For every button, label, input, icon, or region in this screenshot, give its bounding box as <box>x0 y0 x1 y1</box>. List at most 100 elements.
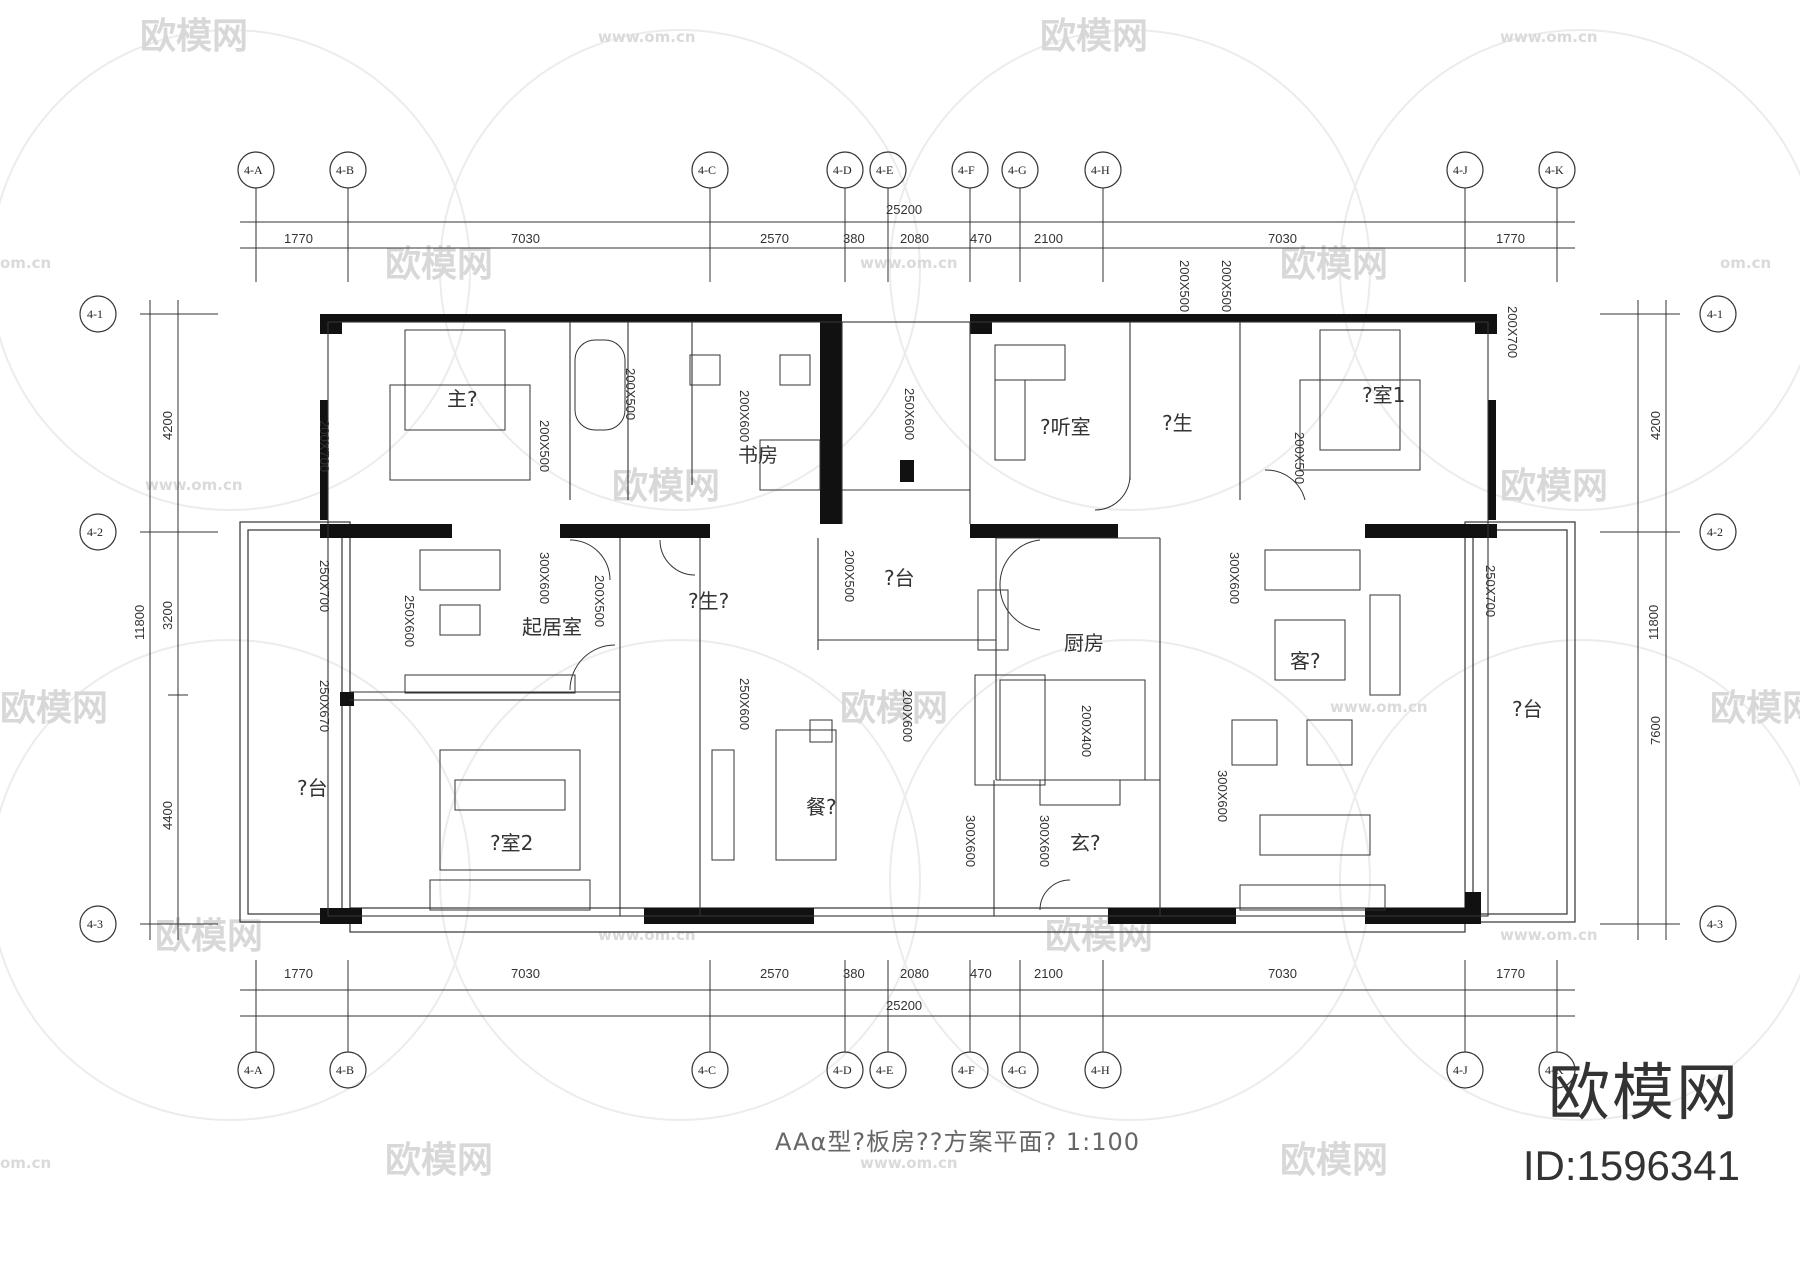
watermark-pattern <box>0 29 1800 1121</box>
svg-text:www.om.cn: www.om.cn <box>860 254 958 272</box>
room-living: 客? <box>1290 649 1321 673</box>
svg-text:4-B: 4-B <box>336 163 354 177</box>
svg-text:300X600: 300X600 <box>963 815 978 867</box>
svg-text:2100: 2100 <box>1034 231 1063 246</box>
svg-text:1770: 1770 <box>1496 966 1525 981</box>
svg-text:200X500: 200X500 <box>842 550 857 602</box>
svg-text:www.om.cn: www.om.cn <box>860 1154 958 1172</box>
room-bedroom2: ?室2 <box>490 831 533 855</box>
room-dining: 餐? <box>806 795 837 819</box>
door-swings <box>569 469 1306 911</box>
room-study: 书房 <box>738 443 778 467</box>
svg-text:200X500: 200X500 <box>1292 432 1307 484</box>
svg-text:200X600: 200X600 <box>900 690 915 742</box>
svg-text:200X400: 200X400 <box>1079 705 1094 757</box>
svg-text:www.om.cn: www.om.cn <box>598 28 696 46</box>
svg-text:4-C: 4-C <box>698 1063 716 1077</box>
svg-text:欧模网: 欧模网 <box>140 16 248 57</box>
svg-text:4400: 4400 <box>160 801 175 830</box>
room-balcony-right: ?台 <box>1512 697 1543 721</box>
svg-text:2100: 2100 <box>1034 966 1063 981</box>
room-kitchen: 厨房 <box>1064 631 1104 655</box>
dimension-texts: 1770 7030 2570 380 2080 470 2100 7030 1770 25… <box>132 202 1663 1013</box>
svg-text:www.om.cn: www.om.cn <box>1500 926 1598 944</box>
svg-text:欧模网: 欧模网 <box>385 244 493 285</box>
svg-text:2080: 2080 <box>900 231 929 246</box>
svg-text:欧模网: 欧模网 <box>1710 688 1800 729</box>
svg-text:4-J: 4-J <box>1453 1063 1468 1077</box>
svg-text:4-A: 4-A <box>244 1063 263 1077</box>
svg-text:欧模网: 欧模网 <box>612 466 720 507</box>
svg-text:11800: 11800 <box>132 605 147 640</box>
svg-text:om.cn: om.cn <box>1720 254 1771 272</box>
svg-text:2570: 2570 <box>760 966 789 981</box>
brand-logo: 欧模网 <box>1547 1056 1740 1129</box>
svg-text:470: 470 <box>970 231 992 246</box>
svg-text:4-K: 4-K <box>1545 163 1564 177</box>
dimension-lines <box>140 188 1680 1052</box>
svg-text:4200: 4200 <box>160 411 175 440</box>
svg-text:200X600: 200X600 <box>737 390 752 442</box>
room-bedroom1: ?室1 <box>1362 383 1405 407</box>
svg-text:www.om.cn: www.om.cn <box>145 476 243 494</box>
svg-text:250X700: 250X700 <box>1483 565 1498 617</box>
svg-text:300X600: 300X600 <box>1037 815 1052 867</box>
room-master: 主? <box>447 387 478 411</box>
annotation-notes: 200X500 200X600 250X600 200X700 200X500 … <box>317 260 1520 867</box>
svg-text:380: 380 <box>843 231 865 246</box>
svg-text:250X600: 250X600 <box>737 678 752 730</box>
svg-text:4-H: 4-H <box>1091 1063 1110 1077</box>
svg-text:欧模网: 欧模网 <box>155 916 263 957</box>
walls <box>320 314 1497 924</box>
axis-labels-side: 4-14-24-3 4-14-24-3 <box>87 307 1723 931</box>
svg-text:3200: 3200 <box>160 601 175 630</box>
room-living-up: 起居室 <box>522 615 582 639</box>
svg-text:4-J: 4-J <box>1453 163 1468 177</box>
svg-text:250X600: 250X600 <box>902 388 917 440</box>
svg-text:4-H: 4-H <box>1091 163 1110 177</box>
svg-text:4-F: 4-F <box>958 163 975 177</box>
svg-text:200X500: 200X500 <box>592 575 607 627</box>
svg-text:欧模网: 欧模网 <box>385 1140 493 1181</box>
drawing-title: AAα型?板房??方案平面? 1:100 <box>775 1128 1141 1156</box>
room-bath: ?生? <box>688 589 729 613</box>
svg-text:2570: 2570 <box>760 231 789 246</box>
room-foyer: 玄? <box>1070 831 1101 855</box>
svg-text:4-D: 4-D <box>833 1063 852 1077</box>
room-listen: ?听室 <box>1040 415 1091 439</box>
svg-text:om.cn: om.cn <box>0 254 51 272</box>
svg-text:300X600: 300X600 <box>537 552 552 604</box>
interior-lines <box>327 321 1489 917</box>
svg-text:4-1: 4-1 <box>87 307 103 321</box>
room-bath2: ?生 <box>1162 411 1193 435</box>
svg-text:2080: 2080 <box>900 966 929 981</box>
svg-text:7030: 7030 <box>511 231 540 246</box>
svg-text:www.om.cn: www.om.cn <box>1330 698 1428 716</box>
svg-text:4-1: 4-1 <box>1707 307 1723 321</box>
svg-text:4-B: 4-B <box>336 1063 354 1077</box>
svg-text:11800: 11800 <box>1646 605 1661 640</box>
svg-text:250X700: 250X700 <box>317 560 332 612</box>
svg-text:4-3: 4-3 <box>87 917 103 931</box>
svg-text:200X500: 200X500 <box>1177 260 1192 312</box>
svg-text:4-E: 4-E <box>876 1063 893 1077</box>
svg-text:www.om.cn: www.om.cn <box>598 926 696 944</box>
watermark-texts: 欧模网 www.om.cn 欧模网 www.om.cn om.cn 欧模网 ww… <box>0 16 1800 1181</box>
svg-text:欧模网: 欧模网 <box>1040 16 1148 57</box>
svg-text:25200: 25200 <box>886 998 922 1013</box>
svg-text:200X500: 200X500 <box>537 420 552 472</box>
svg-text:380: 380 <box>843 966 865 981</box>
room-labels: 主? 书房 ?听室 ?室1 ?室2 起居室 ?生? ?生 ?台 厨房 客? 餐?… <box>297 383 1543 855</box>
svg-text:200X500: 200X500 <box>623 368 638 420</box>
svg-text:470: 470 <box>970 966 992 981</box>
svg-text:7030: 7030 <box>1268 966 1297 981</box>
svg-text:4-C: 4-C <box>698 163 716 177</box>
svg-text:欧模网: 欧模网 <box>1280 1140 1388 1181</box>
svg-text:4200: 4200 <box>1648 411 1663 440</box>
svg-text:1770: 1770 <box>284 966 313 981</box>
model-id: ID:1596341 <box>1522 1142 1740 1189</box>
svg-text:200X500: 200X500 <box>1219 260 1234 312</box>
